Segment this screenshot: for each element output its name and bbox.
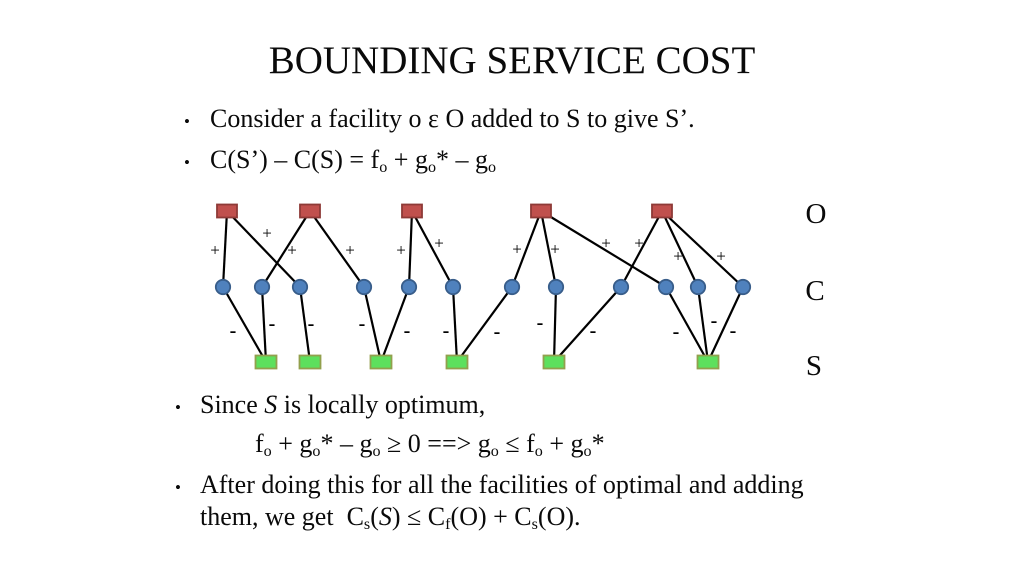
row-label-s: S [806,350,822,382]
s-facility-node [696,354,720,370]
bullet-after-line1: • After doing this for all the facilities… [175,468,804,505]
row-label-o: O [806,198,827,230]
plus-edge [661,210,699,288]
minus-edge [665,286,709,363]
slide-title: BOUNDING SERVICE COST [268,39,756,82]
minus-edge [552,286,558,363]
bullet-since-text: Since S is locally optimum, [200,390,486,419]
plus-label: + [262,224,272,243]
minus-edge [707,286,744,363]
minus-label: - [269,313,276,335]
bullet-after-line2-text: them, we get Cs(S) ≤ Cf(O) + Cs(O). [200,502,581,534]
minus-edge [362,286,383,363]
plus-label: + [287,241,297,260]
bullet-since: • Since S is locally optimum, [175,388,485,425]
client-node [503,278,521,296]
minus-edge [260,286,268,363]
minus-label: - [590,320,597,342]
minus-label: - [404,320,411,342]
o-facility-node [651,203,673,219]
plus-edge [620,210,663,288]
bullet-dot: • [175,398,181,417]
client-node [612,278,630,296]
inequality-formula-text: fo + go* – go ≥ 0 ==> go ≤ fo + go* [255,429,605,461]
inequality-formula: fo + go* – go ≥ 0 ==> go ≤ fo + go* [255,427,605,469]
o-facility-node [216,203,238,219]
minus-edge [456,286,513,363]
plus-label: + [716,247,726,266]
client-node [547,278,565,296]
bullet-dot: • [184,153,190,172]
client-node [734,278,752,296]
minus-label: - [673,321,680,343]
plus-edge [510,210,543,288]
o-facility-node [401,203,423,219]
bullet-consider-text: Consider a facility o ε O added to S to … [210,104,695,133]
plus-label: + [512,240,522,259]
minus-edge [696,286,710,363]
client-node [400,278,418,296]
minus-label: - [494,321,501,343]
client-node [657,278,675,296]
plus-edge [540,210,667,288]
plus-label: + [634,234,644,253]
client-node [214,278,232,296]
o-facility-node [299,203,321,219]
bullet-consider: • Consider a facility o ε O added to S to… [184,102,695,139]
s-facility-node [298,354,322,370]
minus-label: - [308,313,315,335]
s-facility-node [445,354,469,370]
plus-edge [261,210,311,288]
bullet-dot: • [175,478,181,497]
minus-label: - [359,313,366,335]
client-node [253,278,271,296]
client-node [355,278,373,296]
client-node [689,278,707,296]
s-facility-node [254,354,278,370]
plus-edge [221,210,229,288]
minus-edge [222,286,267,363]
minus-label: - [443,320,450,342]
minus-label: - [230,320,237,342]
minus-edge [451,286,459,363]
plus-edge [407,210,414,288]
plus-edge [411,210,454,288]
client-node [444,278,462,296]
bullet-after-line1-text: After doing this for all the facilities … [200,470,804,499]
minus-label: - [711,310,718,332]
bullet-after-line2: them, we get Cs(S) ≤ Cf(O) + Cs(O). [200,500,581,542]
plus-label: + [396,241,406,260]
client-node [291,278,309,296]
s-facility-node [369,354,393,370]
plus-edge [661,210,744,288]
plus-label: + [210,241,220,260]
bullet-cost-difference: • C(S’) – C(S) = fo + go* – go [184,143,496,185]
plus-label: + [434,234,444,253]
o-facility-node [530,203,552,219]
minus-edge [379,286,411,363]
plus-label: + [345,241,355,260]
s-facility-node [542,354,566,370]
bullet-dot: • [184,112,190,131]
minus-label: - [537,312,544,334]
plus-label: + [673,247,683,266]
plus-label: + [550,240,560,259]
bullet-cost-difference-text: C(S’) – C(S) = fo + go* – go [210,145,497,177]
minus-edge [298,286,312,363]
plus-edge [309,210,365,288]
minus-label: - [730,320,737,342]
plus-edge [226,210,301,288]
plus-label: + [601,234,611,253]
plus-edge [539,210,558,288]
minus-edge [553,286,622,363]
row-label-c: C [805,275,824,307]
